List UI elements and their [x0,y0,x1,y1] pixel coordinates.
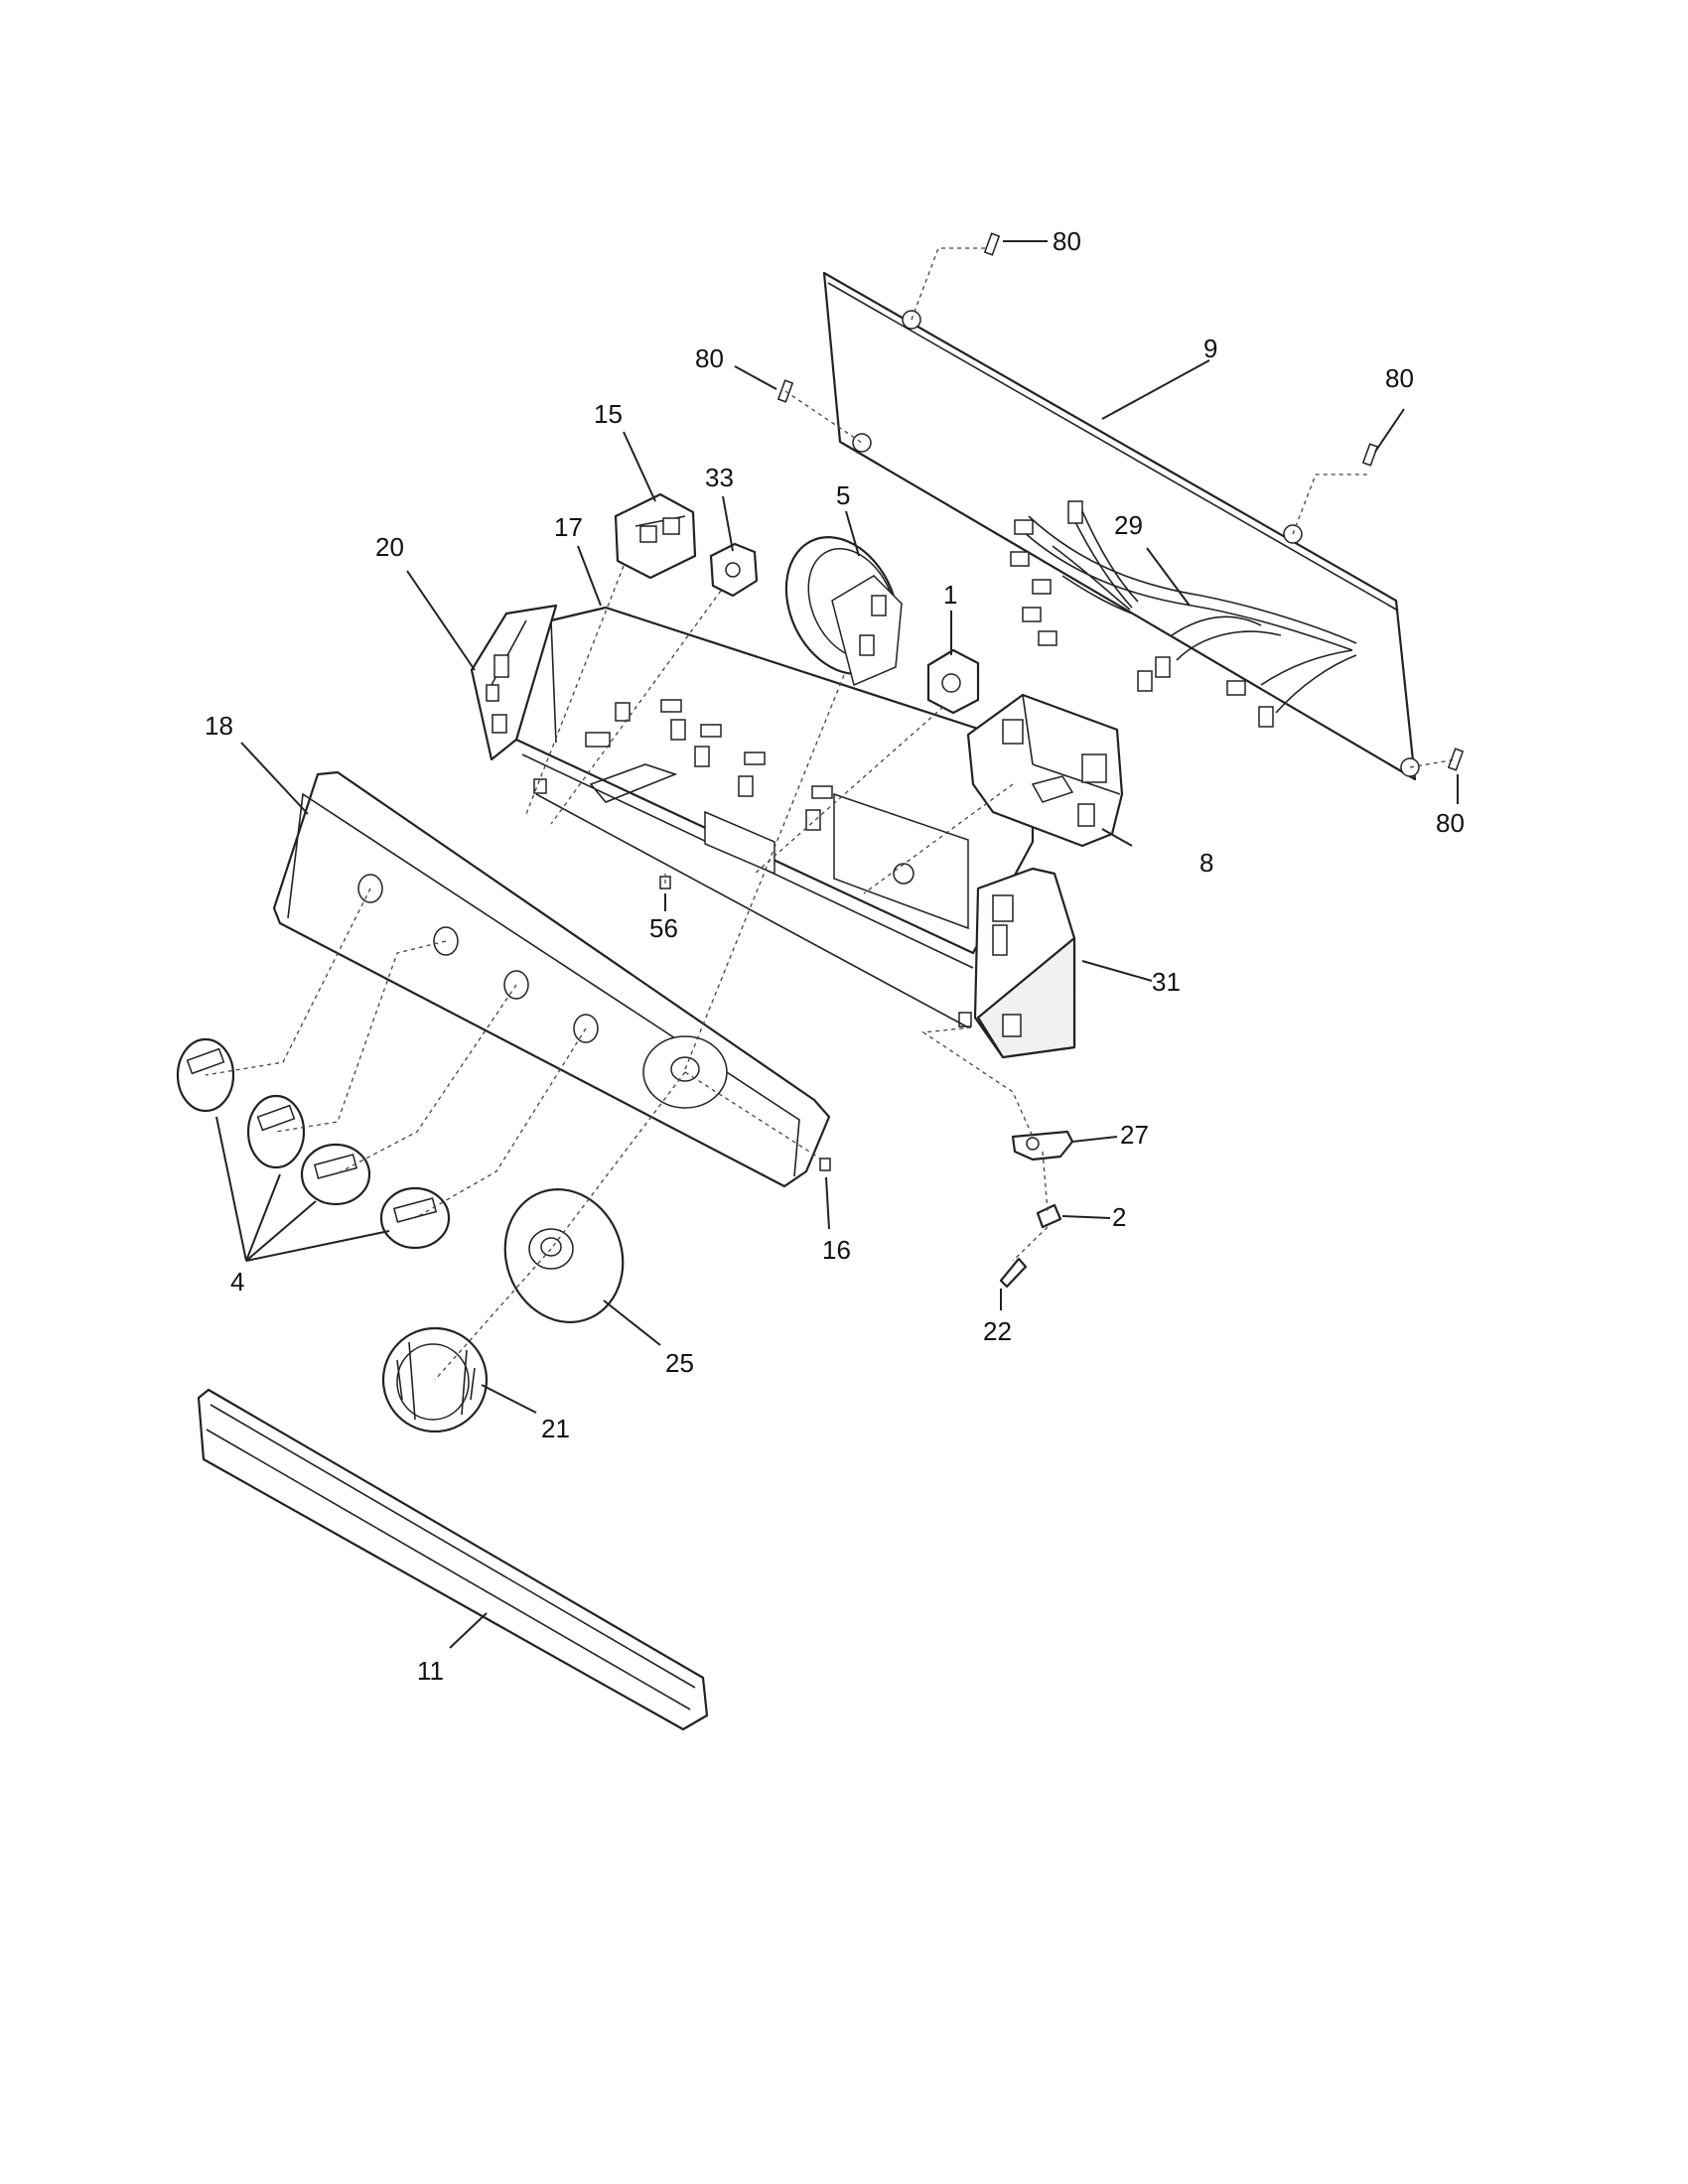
left-end-cap-part [470,604,558,761]
callout-20: 20 [375,532,404,562]
callout-8: 8 [1199,848,1213,878]
callout-5: 5 [836,480,850,510]
spacer-part [1036,1203,1062,1229]
callout-labels: 80 80 9 80 29 80 15 33 5 1 17 20 18 56 8… [205,226,1465,1686]
timer-part [784,536,903,687]
callout-21: 21 [541,1414,570,1443]
callout-80: 80 [1436,808,1465,838]
callout-17: 17 [554,512,583,542]
callout-15: 15 [594,399,623,429]
dial-skirt-part [503,1187,625,1324]
callout-22: 22 [983,1316,1012,1346]
bracket-part [1011,1130,1074,1161]
switch-part [614,492,697,580]
callout-11: 11 [417,1656,444,1686]
wire-harness-part [1010,500,1357,728]
screw-part [999,1257,1028,1289]
leader-lines [215,240,1459,1649]
motor-assembly-part [966,693,1124,848]
callout-1: 1 [943,580,957,610]
callout-80: 80 [1053,226,1081,256]
switch-part [926,648,980,715]
callout-18: 18 [205,711,233,741]
console-front-panel-part [272,770,831,1188]
callout-2: 2 [1112,1202,1126,1232]
callout-25: 25 [665,1348,694,1378]
callout-29: 29 [1114,510,1143,540]
callout-16: 16 [822,1235,851,1265]
knob-part [246,1094,306,1169]
callout-80: 80 [1385,363,1414,393]
callout-9: 9 [1203,334,1217,363]
callout-80: 80 [695,343,724,373]
callout-31: 31 [1152,967,1181,997]
rear-panel-part [822,271,1420,781]
knob-part [176,1037,235,1113]
knob-part [300,1143,371,1206]
trim-strip-part [197,1388,709,1731]
right-end-cap-part [973,867,1076,1059]
callout-33: 33 [705,463,734,492]
callout-27: 27 [1120,1120,1149,1150]
switch-part [709,542,759,598]
callout-56: 56 [649,913,678,943]
assembly-guide-lines [205,247,1457,1381]
callout-4: 4 [230,1267,244,1297]
